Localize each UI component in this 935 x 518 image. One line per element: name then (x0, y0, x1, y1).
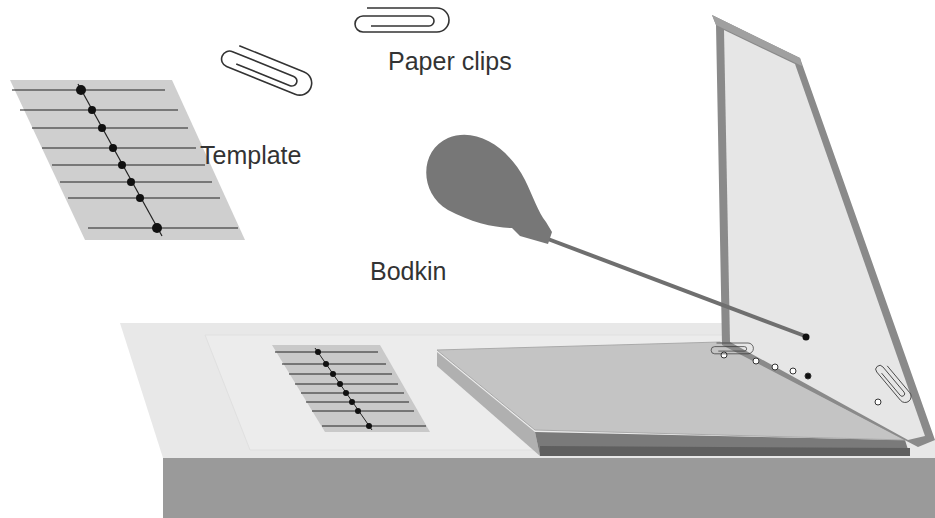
template (272, 345, 430, 432)
part-label: Template (200, 142, 301, 170)
part-label: Paper clips (388, 48, 512, 76)
paper-clip (219, 41, 315, 98)
part-label: Bodkin (370, 258, 446, 286)
paper-clip (874, 361, 913, 405)
sewing-holes (721, 352, 881, 405)
book-cover (712, 15, 935, 447)
paper-clip (711, 343, 753, 354)
bodkin (426, 135, 809, 341)
paper-clip (355, 8, 449, 32)
